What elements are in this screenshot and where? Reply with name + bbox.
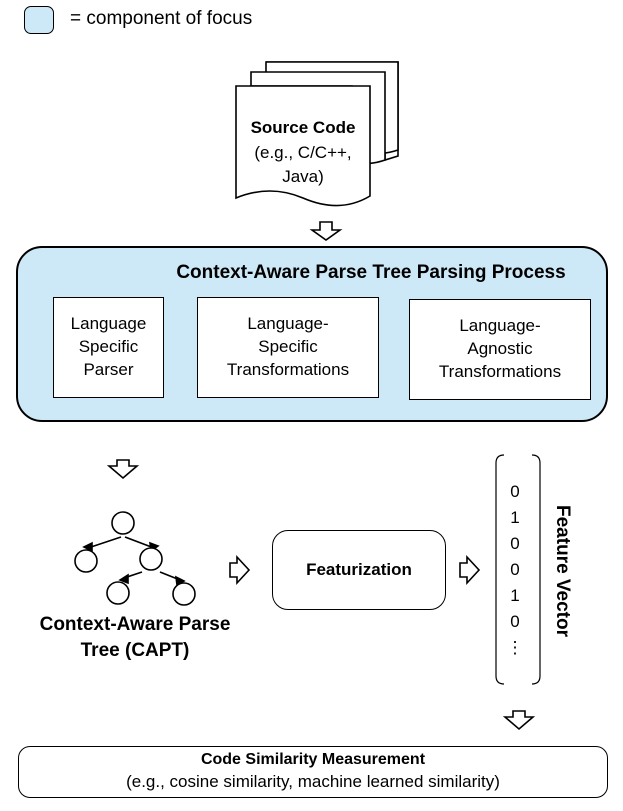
source-code-document-icon (235, 61, 399, 207)
code-similarity-box: Code Similarity Measurement (e.g., cosin… (18, 746, 608, 798)
arrow-down-process (106, 459, 140, 480)
vector-value-4: 1 (510, 586, 520, 605)
arrow-right-feature-vector (459, 554, 481, 586)
arrow-right-featurization (229, 554, 251, 586)
legend-text: = component of focus (70, 8, 253, 29)
step-language-specific-parser: Language Specific Parser (53, 297, 164, 398)
capt-label: Context-Aware Parse Tree (CAPT) (20, 612, 250, 663)
code-similarity-title: Code Similarity Measurement (200, 751, 426, 768)
vector-value-0: 0 (510, 482, 520, 501)
code-similarity-subtitle: (e.g., cosine similarity, machine learne… (126, 772, 500, 791)
capt-label-line2: Tree (CAPT) (80, 639, 190, 661)
featurization-label: Featurization (306, 560, 412, 579)
source-code-label: Source Code (e.g., C/C++, Java) (236, 116, 370, 190)
vector-value-3: 0 (510, 560, 520, 579)
vector-left-bracket (495, 454, 505, 685)
source-code-title: Source Code (250, 118, 356, 137)
step-language-agnostic-transformations: Language- Agnostic Transformations (409, 299, 591, 400)
arrow-down-similarity (502, 710, 536, 731)
featurization-box: Featurization (272, 530, 446, 610)
parsing-process-title: Context-Aware Parse Tree Parsing Process (176, 262, 566, 283)
legend-swatch (24, 6, 54, 34)
vector-value-1: 1 (510, 508, 520, 527)
capt-label-line1: Context-Aware Parse (39, 614, 231, 635)
source-code-example-line2: Java) (282, 167, 324, 187)
source-code-example-line1: (e.g., C/C++, (254, 142, 352, 162)
step-language-specific-transformations: Language- Specific Transformations (197, 297, 379, 398)
vector-right-bracket (531, 454, 541, 685)
arrow-down-source (309, 221, 343, 241)
vector-value-ellipsis: ⋮ (506, 638, 524, 657)
feature-vector-label: Feature Vector (552, 505, 573, 637)
vector-value-5: 0 (510, 612, 520, 631)
vector-value-2: 0 (510, 534, 520, 553)
parse-tree-icon (74, 511, 196, 606)
